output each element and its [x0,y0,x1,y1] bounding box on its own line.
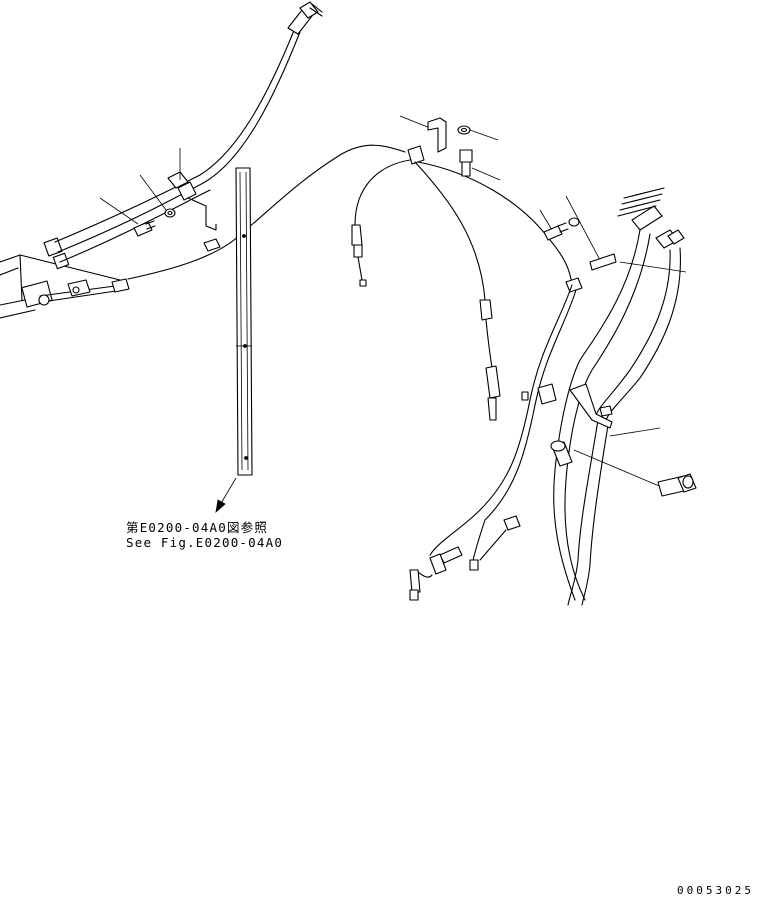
right-bracket-group [539,195,687,293]
reference-arrow [215,477,237,514]
reference-note: 第E0200-04A0図参照 See Fig.E0200-04A0 [126,520,283,550]
reference-note-en: See Fig.E0200-04A0 [126,535,284,550]
lower-hose-ends [409,515,521,601]
frame-strip [235,167,253,476]
center-bracket-group [399,115,501,181]
right-clamps [521,383,665,489]
main-cable [127,144,573,286]
reference-note-jp: 第E0200-04A0図参照 [126,520,269,535]
left-bracket-group [99,148,221,252]
elbow-fitting [657,473,697,497]
document-number: 00053025 [677,884,754,897]
right-hoses [429,187,685,606]
upper-left-cables [54,1,323,263]
center-cables [351,159,501,421]
left-mount-assembly [0,237,130,319]
